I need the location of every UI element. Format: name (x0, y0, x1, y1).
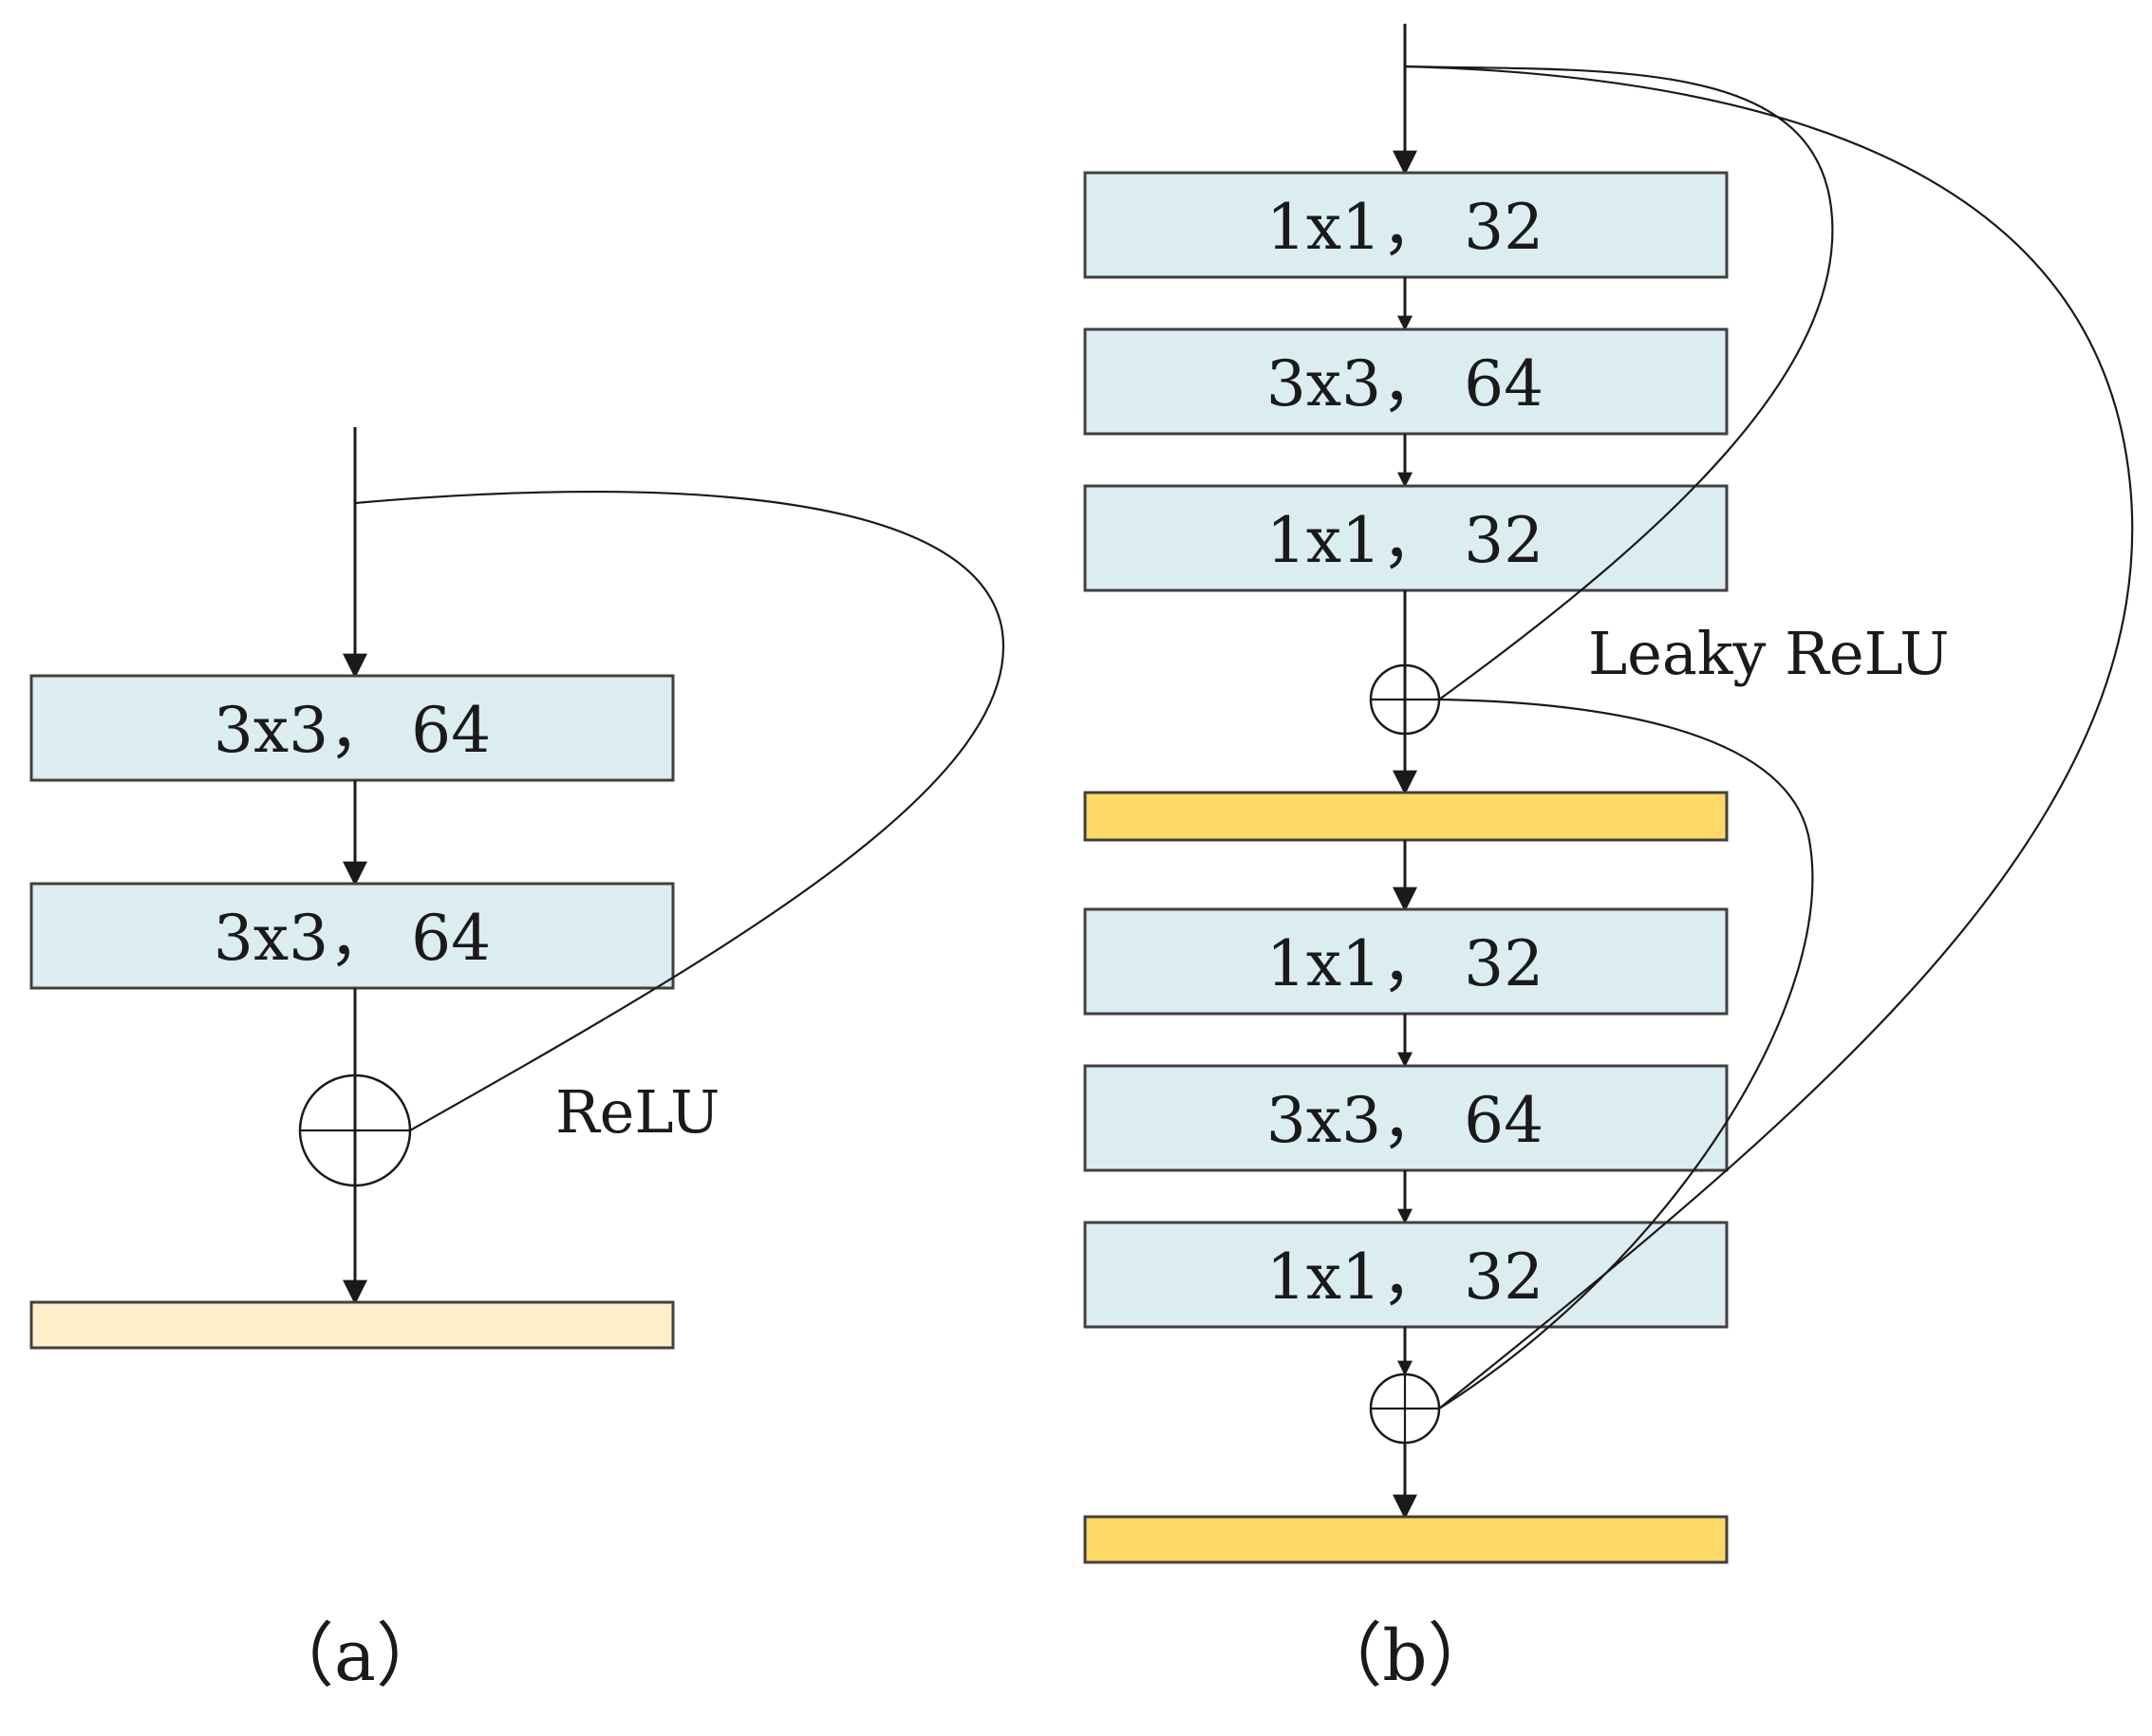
conv-block: 3x3， 64 (1083, 1064, 1729, 1172)
skip-connection (1438, 698, 1814, 1409)
conv-block-label: 3x3， 64 (1266, 347, 1544, 420)
conv-block-rect (29, 882, 675, 990)
panel-b: 1x1， 32 3x3， 64 1x1， 32 Leaky ReLU (1083, 24, 2134, 1697)
output-bar (1083, 791, 1729, 842)
conv-block-rect (1083, 907, 1729, 1016)
conv-block: 1x1， 32 (1083, 171, 1729, 279)
conv-block: 3x3， 64 (1083, 327, 1729, 436)
activation-label: Leaky ReLU (1588, 619, 1950, 688)
panel-a: 3x3， 64 3x3， 64 ReLU （a） (29, 427, 1004, 1697)
skip-connection (354, 490, 1004, 1131)
conv-block: 1x1， 32 (1083, 484, 1729, 592)
conv-block: 3x3， 64 (29, 674, 675, 782)
output-bar (1083, 1515, 1729, 1564)
conv-block-label: 1x1， 32 (1266, 927, 1544, 1000)
circled-plus-icon (1369, 1372, 1441, 1445)
panel-caption: （a） (264, 1615, 446, 1697)
conv-block-label: 1x1， 32 (1266, 191, 1544, 264)
conv-block: 1x1， 32 (1083, 1221, 1729, 1329)
conv-block-rect (29, 674, 675, 782)
conv-block-rect (1083, 171, 1729, 279)
output-bar (29, 1300, 675, 1350)
conv-block-label: 3x3， 64 (214, 902, 491, 975)
conv-block-rect (1083, 1064, 1729, 1172)
conv-block-label: 1x1， 32 (1266, 504, 1544, 577)
conv-block-label: 3x3， 64 (1266, 1084, 1544, 1157)
skip-connection (1404, 65, 2134, 1409)
conv-block: 1x1， 32 (1083, 907, 1729, 1016)
conv-block-rect (1083, 484, 1729, 592)
conv-block-rect (1083, 1221, 1729, 1329)
conv-block: 3x3， 64 (29, 882, 675, 990)
conv-block-label: 3x3， 64 (214, 694, 491, 767)
activation-label: ReLU (555, 1077, 720, 1147)
conv-block-label: 1x1， 32 (1266, 1241, 1544, 1314)
skip-connection (1404, 65, 1834, 700)
panel-caption: （b） (1312, 1615, 1497, 1697)
